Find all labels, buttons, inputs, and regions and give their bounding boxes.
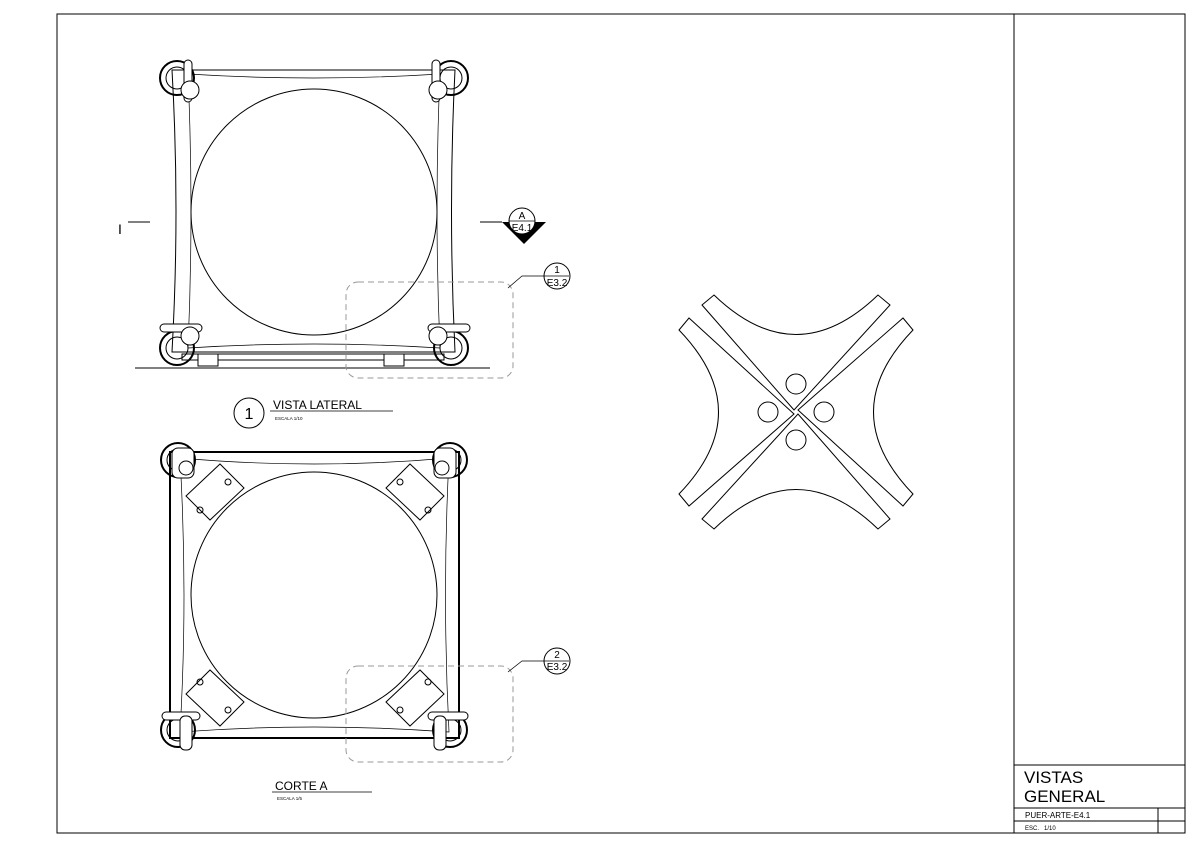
sheet-title-line2: GENERAL <box>1024 787 1105 806</box>
vista-lateral-label: 1 VISTA LATERAL ESCALA 1/10 <box>233 397 393 429</box>
detail-2-sheet-ref: E3.2 <box>547 662 568 673</box>
corte-a-view: 2 E3.2 <box>160 442 571 763</box>
blade-hole-right <box>813 401 835 423</box>
sheet-border <box>56 13 1186 834</box>
view-title: VISTA LATERAL <box>273 398 362 412</box>
frame-outline <box>171 69 456 353</box>
detail-1-boundary <box>345 281 514 379</box>
section-ring-top-right <box>432 442 468 479</box>
blade-right <box>797 317 914 507</box>
view-scale: ESCALA 1/10 <box>275 416 303 421</box>
blade-top <box>701 294 891 411</box>
sheet-title-line1: VISTAS <box>1024 768 1083 787</box>
drawing-code: PUER-ARTE-E4.1 <box>1025 811 1091 820</box>
base-plate <box>181 353 445 361</box>
corner-ring-bottom-left <box>159 323 203 366</box>
section-circular-opening <box>190 471 438 719</box>
scale-label: ESC. <box>1025 826 1039 832</box>
section-frame-outline <box>169 451 460 739</box>
view-number-bubble <box>233 397 265 429</box>
title-block: VISTAS GENERAL PUER-ARTE-E4.1 ESC. 1/10 <box>1014 764 1185 833</box>
detail-1-leader <box>507 275 545 289</box>
base-foot-left <box>197 353 219 367</box>
base-foot-right <box>383 353 405 367</box>
section-ring-top-left <box>160 442 196 479</box>
circular-opening <box>190 88 438 336</box>
detail-1-number: 1 <box>554 265 560 276</box>
corte-title: CORTE A <box>275 779 327 793</box>
blade-plan-view <box>678 294 914 530</box>
section-cut-marker: I A E4.1 <box>118 207 546 244</box>
section-letter: A <box>519 211 526 222</box>
scale-value: 1/10 <box>1044 826 1056 832</box>
blade-left <box>678 317 795 507</box>
detail-2-number: 2 <box>554 650 560 661</box>
anchor-plate-bottom-left <box>185 669 245 727</box>
frame-inner-outline <box>187 73 441 349</box>
corte-scale: ESCALA 1/5 <box>277 796 303 801</box>
blade-hole-top <box>785 373 807 395</box>
anchor-plate-top-right <box>385 463 445 521</box>
detail-2-leader <box>507 660 545 673</box>
corner-ring-bottom-right <box>427 323 471 366</box>
blade-hole-bottom <box>785 429 807 451</box>
section-ring-bottom-left <box>160 711 201 751</box>
vista-lateral-view: 1 E3.2 <box>135 59 571 379</box>
corner-ring-top-right <box>428 59 469 103</box>
section-inner-outline <box>179 457 450 733</box>
blade-bottom <box>701 413 891 530</box>
detail-2-bubble <box>543 647 571 675</box>
anchor-plate-top-left <box>185 463 245 521</box>
view-number: 1 <box>245 406 254 423</box>
detail-1-sheet-ref: E3.2 <box>547 278 568 289</box>
section-ring-bottom-right <box>427 711 469 751</box>
blade-hole-left <box>757 401 779 423</box>
corte-a-label: CORTE A ESCALA 1/5 <box>272 779 372 801</box>
section-sheet-ref: E4.1 <box>512 223 533 234</box>
detail-1-bubble <box>543 262 571 290</box>
section-cut-letter: I <box>118 221 122 237</box>
corner-ring-top-left <box>159 59 200 103</box>
anchor-plate-bottom-right <box>385 669 445 727</box>
detail-2-boundary <box>345 665 514 763</box>
